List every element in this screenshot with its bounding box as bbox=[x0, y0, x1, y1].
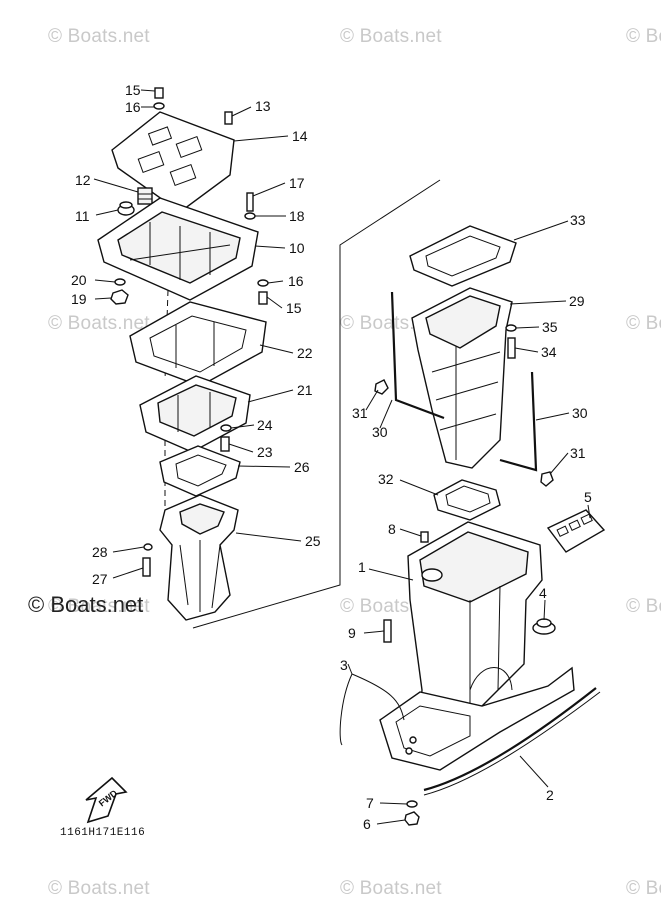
callout-29: 29 bbox=[569, 293, 585, 309]
nut-19 bbox=[110, 289, 129, 305]
hose-3 bbox=[339, 673, 405, 746]
cover-5 bbox=[546, 509, 606, 553]
callout-34: 34 bbox=[541, 344, 557, 360]
washer-18 bbox=[244, 212, 256, 220]
callout-2: 2 bbox=[546, 787, 554, 803]
washer-24 bbox=[220, 424, 232, 432]
callout-10: 10 bbox=[289, 240, 305, 256]
callout-31: 31 bbox=[570, 445, 586, 461]
callout-4: 4 bbox=[539, 585, 547, 601]
callout-11: 11 bbox=[75, 208, 90, 224]
callout-27: 27 bbox=[92, 571, 108, 587]
callout-17: 17 bbox=[289, 175, 305, 191]
watermark: © Boats.net bbox=[340, 26, 442, 47]
callout-15: 15 bbox=[125, 82, 141, 98]
callout-14: 14 bbox=[292, 128, 308, 144]
bolt-15-top bbox=[153, 87, 165, 110]
gasket-26 bbox=[159, 445, 241, 497]
washer-7 bbox=[406, 800, 418, 808]
callout-1: 1 bbox=[358, 559, 366, 575]
watermark: © Boats.net bbox=[48, 313, 150, 334]
main-watermark: © Boats.net bbox=[28, 592, 144, 617]
watermark: © Bo bbox=[626, 878, 661, 899]
callout-3: 3 bbox=[340, 657, 348, 673]
plug-11 bbox=[117, 201, 135, 216]
bottom-plate bbox=[379, 666, 575, 771]
callout-32: 32 bbox=[378, 471, 394, 487]
washer-28 bbox=[143, 543, 153, 551]
gasket-14-windows bbox=[137, 126, 203, 186]
grommet-4 bbox=[532, 618, 556, 635]
washer-16b bbox=[257, 279, 269, 287]
callout-16: 16 bbox=[288, 273, 304, 289]
callout-18: 18 bbox=[289, 208, 305, 224]
washer-35 bbox=[505, 324, 517, 332]
callout-7: 7 bbox=[366, 795, 374, 811]
seal-30-left bbox=[390, 291, 445, 420]
bolt-27 bbox=[142, 557, 151, 577]
exhaust-pipe-25 bbox=[159, 494, 239, 621]
callout-31: 31 bbox=[352, 405, 368, 421]
watermark: © Boats.net bbox=[48, 596, 150, 617]
callout-8: 8 bbox=[388, 521, 396, 537]
gasket-22 bbox=[129, 301, 267, 387]
watermark: © Boats.net bbox=[48, 878, 150, 899]
exhaust-guide-10 bbox=[97, 197, 259, 301]
seal-strip-2-b bbox=[423, 691, 601, 796]
bolt-15b bbox=[258, 291, 268, 305]
callout-6: 6 bbox=[363, 816, 371, 832]
fitting-12 bbox=[137, 187, 153, 205]
callout-25: 25 bbox=[305, 533, 321, 549]
callout-24: 24 bbox=[257, 417, 273, 433]
callout-19: 19 bbox=[71, 291, 87, 307]
callout-23: 23 bbox=[257, 444, 273, 460]
callout-20: 20 bbox=[71, 272, 87, 288]
callout-22: 22 bbox=[297, 345, 313, 361]
watermark: © Bo bbox=[626, 26, 661, 47]
seal-strip-2 bbox=[423, 687, 597, 792]
washer-20 bbox=[114, 278, 126, 286]
gasket-14 bbox=[111, 111, 235, 213]
nut-6 bbox=[404, 811, 420, 826]
watermark: © Bo bbox=[626, 596, 661, 617]
bolt-9 bbox=[383, 619, 392, 643]
leader-lines bbox=[93, 89, 591, 825]
muffler-29 bbox=[411, 287, 513, 469]
group-bracket-left bbox=[192, 179, 441, 629]
callout-33: 33 bbox=[570, 212, 586, 228]
callout-28: 28 bbox=[92, 544, 108, 560]
dowel-8 bbox=[420, 531, 429, 543]
callout-numbers: 15 16 13 14 12 17 11 18 10 20 16 19 15 2… bbox=[71, 82, 592, 832]
watermark: © Boats.net bbox=[48, 26, 150, 47]
bolt-17 bbox=[246, 192, 254, 212]
seal-32 bbox=[433, 479, 501, 521]
callout-30: 30 bbox=[372, 424, 388, 440]
callout-5: 5 bbox=[584, 489, 592, 505]
callout-13: 13 bbox=[255, 98, 271, 114]
callout-30: 30 bbox=[572, 405, 588, 421]
callout-21: 21 bbox=[297, 382, 313, 398]
callout-12: 12 bbox=[75, 172, 91, 188]
callout-26: 26 bbox=[294, 459, 310, 475]
upper-casing-1 bbox=[407, 521, 543, 719]
callout-35: 35 bbox=[542, 319, 558, 335]
seal-30-right bbox=[499, 371, 538, 472]
watermark: © Bo bbox=[626, 313, 661, 334]
watermark: © Boats.net bbox=[340, 878, 442, 899]
callout-15: 15 bbox=[286, 300, 302, 316]
callout-16: 16 bbox=[125, 99, 141, 115]
manifold-21 bbox=[139, 375, 251, 453]
drawing-code: 1161H171E116 bbox=[60, 827, 146, 839]
bolt-34 bbox=[507, 337, 516, 359]
grommet-31-right bbox=[540, 471, 554, 487]
gasket-33 bbox=[409, 225, 517, 287]
bolt-23 bbox=[220, 436, 230, 452]
fwd-arrow-icon: FWD bbox=[85, 776, 128, 824]
dowel-13 bbox=[224, 111, 233, 125]
callout-9: 9 bbox=[348, 625, 356, 641]
